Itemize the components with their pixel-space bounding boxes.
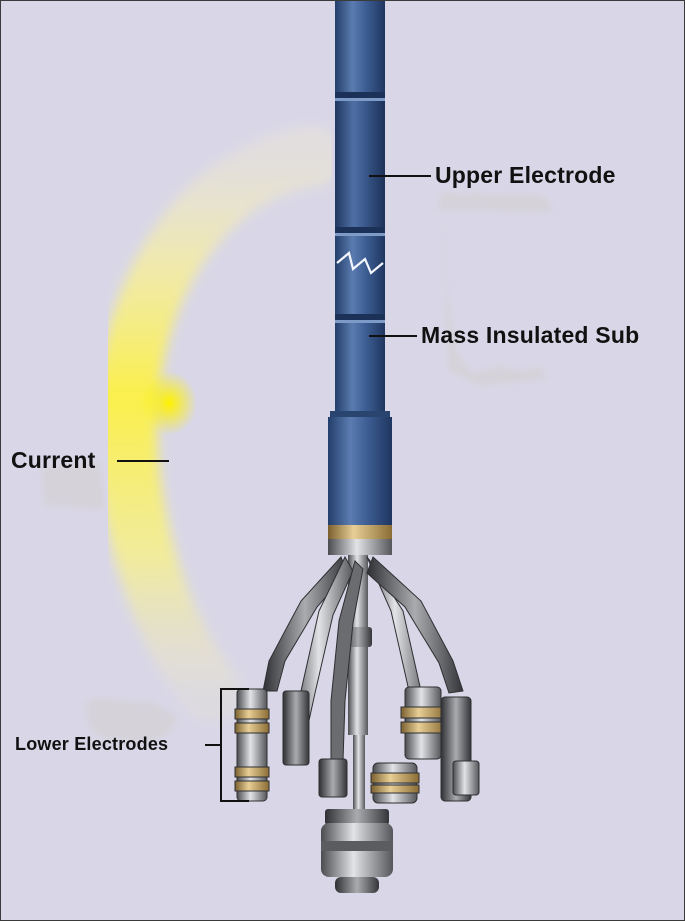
upper-drill-pipe (335, 1, 385, 421)
lower-electrode-pads (234, 686, 480, 804)
label-mass-insulated-sub: Mass Insulated Sub (421, 322, 640, 348)
background-ghosting (41, 191, 553, 742)
bottom-nose (321, 809, 393, 893)
label-current: Current (11, 447, 96, 473)
insulation-break-line (336, 251, 384, 275)
label-lower-electrodes: Lower Electrodes (15, 734, 169, 754)
brass-band (328, 525, 392, 539)
tool-body (328, 411, 392, 555)
leader-lines (117, 175, 431, 802)
current-arc (96, 126, 343, 721)
label-upper-electrode: Upper Electrode (435, 162, 616, 188)
current-hotspot (141, 371, 197, 435)
